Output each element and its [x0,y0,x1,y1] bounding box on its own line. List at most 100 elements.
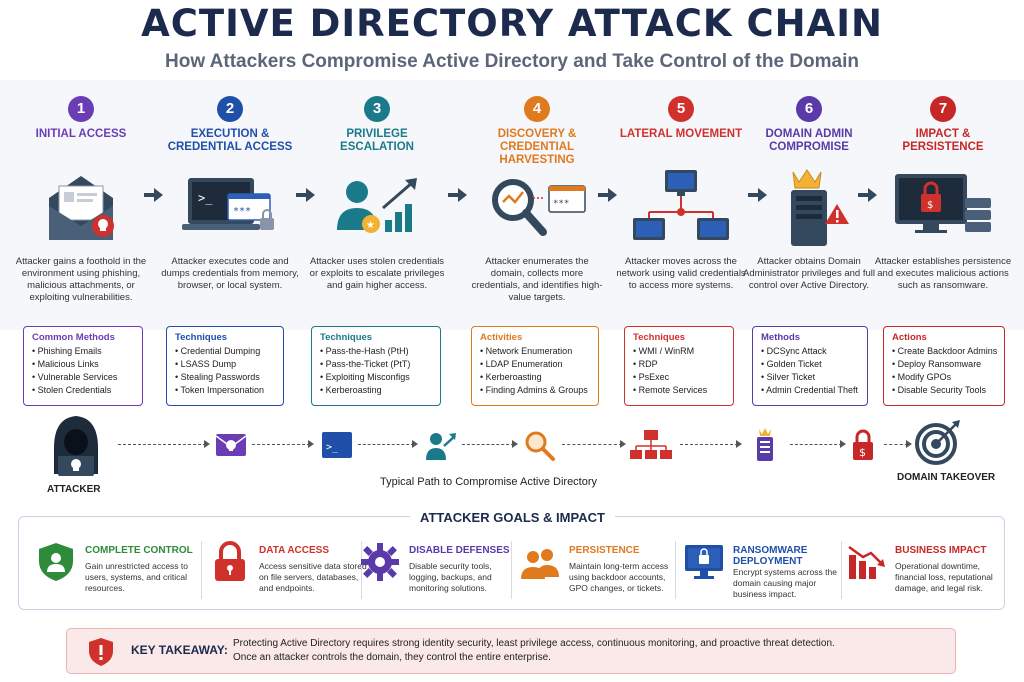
goal-data-access: DATA ACCESS Access sensitive data stored… [209,539,369,605]
goal-title: RANSOMWARE DEPLOYMENT [733,545,808,567]
step-execution-credential-access: 2 EXECUTION & CREDENTIAL ACCESS >_ *** A… [161,96,299,291]
list-item: LSASS Dump [175,358,275,371]
list-item: PsExec [633,371,725,384]
step-title: DISCOVERY & CREDENTIAL HARVESTING [497,128,577,166]
list-item: Credential Dumping [175,345,275,358]
goal-title: PERSISTENCE [569,545,640,556]
laptop-terminal-icon: >_ *** [182,178,274,230]
step-number: 6 [796,96,822,122]
magnifier-credentials-icon: *** [492,179,586,236]
box-title: Activities [480,332,523,343]
step-initial-access: 1 INITIAL ACCESS Attacker gains a footho… [12,96,150,303]
goal-divider [511,541,512,599]
step-lateral-movement: 5 LATERAL MOVEMENT Attacker moves across… [612,96,750,291]
search-icon [525,431,555,461]
step-title: LATERAL MOVEMENT [619,128,743,140]
dashed-arrowhead [308,440,314,448]
goal-text: Disable security tools, logging, backups… [409,561,492,593]
list-item: Malicious Links [32,358,134,371]
svg-text:★: ★ [366,220,375,231]
box-title: Techniques [633,332,686,343]
target-icon [915,420,960,465]
key-takeaway-line: Protecting Active Directory requires str… [233,638,835,649]
dashed-connector [358,444,414,445]
methods-box: Common Methods Phishing Emails Malicious… [23,326,143,406]
network-computers-icon [633,170,729,240]
techniques-box: Techniques Pass-the-Hash (PtH) Pass-the-… [311,326,441,406]
list-item: Network Enumeration [480,345,590,358]
dashed-connector [884,444,908,445]
list-item: Create Backdoor Admins [892,345,998,358]
user-escalate-icon [426,433,456,460]
step-discovery-credential-harvesting: 4 DISCOVERY & CREDENTIAL HARVESTING *** … [468,96,606,303]
dashed-connector [462,444,514,445]
step-domain-admin-compromise: 6 DOMAIN ADMIN COMPROMISE Attacker obtai… [740,96,878,291]
goal-text: Maintain long-term access using backdoor… [569,561,669,593]
step-number: 1 [68,96,94,122]
svg-text:>_: >_ [326,442,339,453]
goal-title: BUSINESS IMPACT [895,545,987,556]
page-title: ACTIVE DIRECTORY ATTACK CHAIN [141,2,883,45]
list-item: WMI / WinRM [633,345,725,358]
box-title: Actions [892,332,927,343]
shield-user-icon [39,543,73,581]
step-title: IMPACT & PERSISTENCE [902,128,984,153]
network-icon [630,430,672,459]
list-item: Kerberoasting [480,371,590,384]
svg-text:***: *** [553,199,569,209]
goal-divider [361,541,362,599]
phishing-envelope-icon [49,176,114,240]
list-item: Golden Ticket [761,358,859,371]
goal-text: Encrypt systems across the domain causin… [733,567,837,599]
step-number: 2 [217,96,243,122]
dashed-arrowhead [840,440,846,448]
goal-title: DATA ACCESS [259,545,329,556]
dashed-connector [118,444,206,445]
list-item: Pass-the-Ticket (PtT) [320,358,432,371]
goal-text: Access sensitive data stored on file ser… [259,561,367,593]
arrow-right-icon [144,188,163,202]
goal-ransomware-deployment: RANSOMWARE DEPLOYMENT Encrypt systems ac… [683,539,843,605]
terminal-icon: >_ [322,432,352,458]
list-item: Disable Security Tools [892,384,996,397]
step-title: DOMAIN ADMIN COMPROMISE [765,128,853,153]
goal-business-impact: BUSINESS IMPACT Operational downtime, fi… [845,539,1005,605]
goals-title-wrap: ATTACKER GOALS & IMPACT [19,509,1006,527]
goal-persistence: PERSISTENCE Maintain long-term access us… [519,539,679,605]
shield-alert-icon [89,638,113,666]
hooded-attacker-icon [54,416,98,476]
step-description: Attacker enumerates the domain, collects… [471,256,603,303]
step-description: Attacker executes code and dumps credent… [161,256,299,291]
box-title: Common Methods [32,332,115,343]
list-item: Deploy Ransomware [892,358,996,371]
goal-text: Gain unrestricted access to users, syste… [85,561,188,593]
goals-panel: ATTACKER GOALS & IMPACT COMPLETE CONTROL… [18,510,1005,610]
locked-monitor-icon [685,545,723,579]
svg-text:***: *** [233,206,251,217]
box-title: Methods [761,332,801,343]
goal-divider [675,541,676,599]
dashed-arrowhead [620,440,626,448]
goal-title: DISABLE DEFENSES [409,545,510,556]
step-title: INITIAL ACCESS [35,128,127,140]
goal-divider [841,541,842,599]
step-number: 5 [668,96,694,122]
arrow-right-icon [748,188,767,202]
dashed-arrowhead [736,440,742,448]
list-item: Admin Credential Theft [761,384,859,397]
dollar-lock-icon: $ [853,429,873,460]
goal-divider [201,541,202,599]
list-item: Remote Services [633,384,725,397]
step-impact-persistence: 7 IMPACT & PERSISTENCE $ Attacker establ… [874,96,1012,291]
list-item: DCSync Attack [761,345,859,358]
list-item: Stolen Credentials [32,384,134,397]
box-title: Techniques [320,332,373,343]
user-escalation-icon: ★ [337,178,417,233]
dashed-arrowhead [412,440,418,448]
list-item: Stealing Passwords [175,371,275,384]
step-number: 7 [930,96,956,122]
key-takeaway-text: Protecting Active Directory requires str… [233,637,943,665]
goal-disable-defenses: DISABLE DEFENSES Disable security tools,… [359,539,519,605]
goal-complete-control: COMPLETE CONTROL Gain unrestricted acces… [35,539,195,605]
activities-box: Activities Network Enumeration LDAP Enum… [471,326,599,406]
